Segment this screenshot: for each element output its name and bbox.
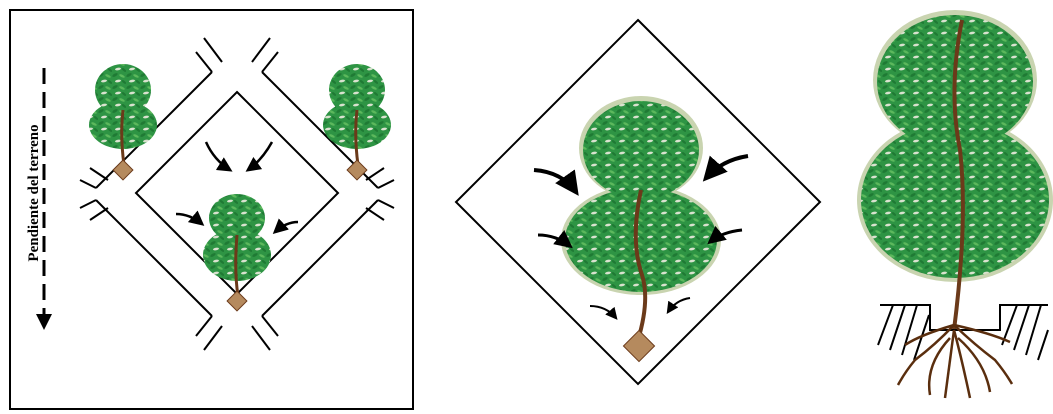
- panel-right: [857, 10, 1053, 398]
- roots: [898, 325, 1012, 398]
- tree-right-large: [857, 10, 1053, 330]
- slope-label: Pendiente del terreno: [26, 124, 42, 261]
- panel-left: Pendiente del terreno: [10, 10, 413, 409]
- panel-middle: [456, 20, 820, 384]
